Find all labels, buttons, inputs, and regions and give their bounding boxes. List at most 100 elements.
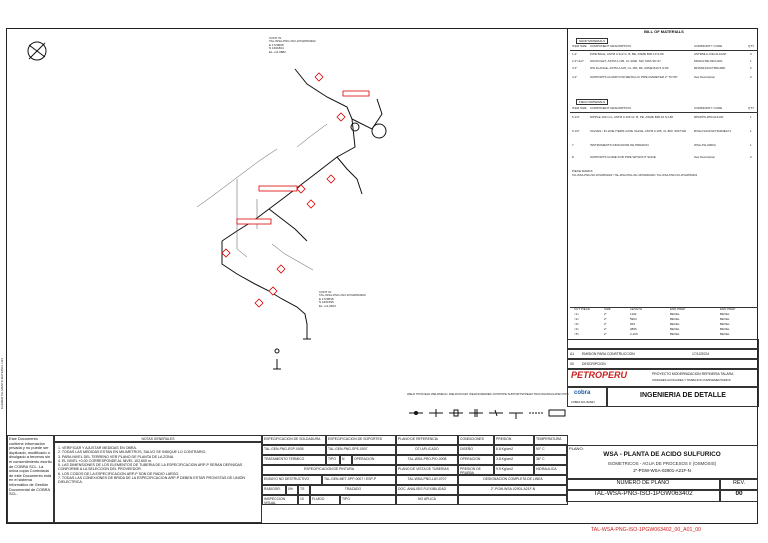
esp-pintura: ESPECIFICACION DE PINTURA — [262, 465, 396, 475]
bom-col-item-2: ITEM SIZE — [572, 106, 587, 110]
bom-row-desc: VALVES / IN-LINE ITEMS GATE VALVE, ASTM … — [590, 129, 687, 133]
bom-row: 7 — [572, 143, 574, 147]
legend-mech-weld: MECH. WELD — [439, 392, 458, 396]
rev-code: 00 — [570, 362, 574, 366]
cut-cell: BEVEL — [670, 322, 680, 326]
bom-row-qty: 1 — [750, 129, 752, 133]
ts-label: TS — [298, 485, 310, 495]
cut-cell: BEVEL — [720, 327, 730, 331]
note-item: 1. VERIFICAR Y AJUSTAR MEDIDAS EN OBRA. — [58, 446, 137, 450]
cut-cell: BEVEL — [670, 332, 680, 336]
isometric-svg — [27, 41, 387, 370]
bom-row-desc: INSTRUMENTS INDICADOR DE PRESION — [590, 143, 649, 147]
cut-header: SIZE — [604, 307, 611, 311]
note-item: 2. TODAS LAS MEDIDAS ESTAN EN MILIMETROS… — [58, 450, 207, 455]
plano-label: PLANO: — [569, 446, 584, 451]
cut-cell: 2" — [604, 327, 607, 331]
cut-cell: BEVEL — [720, 332, 730, 336]
bom-col-code: COMMODITY CODE — [694, 44, 723, 48]
legend-symbols-icon — [409, 409, 566, 419]
bom-row-desc: WN FLANGE, ASTM A 105, CL 150, RF, ASME … — [590, 66, 669, 70]
bom-row: 8 — [572, 155, 574, 159]
bom-row-qty: 2 — [750, 66, 752, 70]
diseno-label: DISEÑO — [458, 445, 494, 455]
empty-cell — [458, 495, 568, 505]
fluido-tipo: TIPO — [340, 495, 396, 505]
legend-screwed-joint: SCREWED JOINT — [477, 392, 501, 396]
temp-label: TEMPERATURA — [534, 435, 568, 445]
bom-col-desc: COMPONENT DESCRIPTION — [590, 44, 631, 48]
insp-val: 10 — [298, 495, 310, 505]
radiogr-pct: 0% — [286, 485, 298, 495]
bom-row-code: RPAPPS-D5CAL6130 — [694, 115, 724, 119]
bom-row-code: MSSOLTRL03CH101 — [694, 59, 723, 63]
stage-block: INGENIERIA DE DETALLE — [607, 387, 759, 407]
plano-referencia: PLANO DE REFERENCIA — [396, 435, 458, 445]
bom-row: 5 1/4" — [572, 115, 580, 119]
cut-cell: BEVEL — [670, 312, 680, 316]
bom-row-desc: SUPPORTS CLAMP FOR METALLIC PIPE DIAMETE… — [590, 75, 678, 79]
presion-label: PRESION — [494, 435, 534, 445]
t-diseno: 90° C — [534, 445, 568, 455]
cut-cell: <2> — [574, 317, 580, 321]
operacion-cond: OPERACION — [458, 455, 494, 465]
numero-val: TAL-WSA-PNG-ISO-1PGW063402 — [566, 490, 720, 502]
radiogr-label: RADIOGR. — [262, 485, 286, 495]
p-oper: 3.8 Kg/cm2 — [494, 455, 534, 465]
legend-stream-tracing: STREAM TRACING — [521, 392, 547, 396]
cut-cell: 3896 — [630, 327, 637, 331]
note-item: 3. PARA NIVEL DEL TERRENO VER PLANO DE P… — [58, 454, 175, 459]
bom-row-qty: 3 — [750, 52, 752, 56]
bom-row-code: RFWNFL03CTRD105D — [694, 66, 726, 70]
bom-row: 6 1/2" — [572, 129, 580, 133]
bom-row-code: BVGLVL04CSFT3N03EA71 — [694, 129, 732, 133]
insp-visual: INSPECCION VISUAL — [262, 495, 298, 505]
pipe-route — [221, 68, 383, 325]
p-prueba: 9.9 Kg/cm2 — [494, 465, 534, 475]
cut-header: END PREP — [720, 307, 736, 311]
bom-row-desc: SUPPORTS GUIDE FOR PIPE WITHOUT SHOE — [590, 155, 656, 159]
legend-socket-weld: SOCKET WELD — [457, 392, 478, 396]
esp-pintura-val: TAL-GEN-MET-SPP-0007 / ESP-P — [322, 475, 396, 485]
designacion-val: 2"-PGW-WSA-02901-A21F-N — [458, 485, 568, 495]
cut-cell: 2" — [604, 322, 607, 326]
support-symbols — [273, 324, 311, 370]
plano-sub2: 2"-PGW-WSA-02901-A21F-N — [633, 468, 691, 473]
bom-col-code-2: COMMODITY CODE — [694, 106, 723, 110]
dimension-lines — [196, 123, 328, 271]
note-item: 6. LOS CODOS DE LA ESPECIFICACION ARP-P … — [58, 471, 180, 476]
cut-cell: 5904 — [630, 317, 637, 321]
rev-desc: DESCRIPCION — [582, 362, 606, 366]
disclaimer: Este Documento contiene información priv… — [7, 435, 54, 523]
piece-marks-label: PIECE MARKS — [572, 169, 593, 173]
cut-cell: BEVEL — [720, 312, 730, 316]
spec-soldadura: ESPECIFICACION DE SOLDADURA — [262, 435, 326, 445]
tipo-val: N — [340, 455, 352, 465]
file-code: TAL-WSA-PNG-ISO-1PGW063402_00_A01_00 — [591, 527, 702, 533]
bom-row-qty: 2 — [750, 155, 752, 159]
bom-row: 4 2" — [572, 75, 578, 79]
cut-cell: 2" — [604, 312, 607, 316]
cut-header: LENGTH — [630, 307, 643, 311]
bom-row-code: ASTRMLU-D3CAL10AP — [694, 52, 727, 56]
rev-date: 17/12/2024 — [692, 352, 709, 356]
project-title: PROYECTO MODERNIZACION REFINERIA TALARA — [652, 372, 734, 376]
isometric-drawing: CONT IN TAL-WSA-PNG-ISO-1PGW063402 E 172… — [0, 29, 569, 424]
bom-col-item: ITEM SIZE — [572, 44, 587, 48]
side-stamp: ELEMENTAL MENTE MATERIAL 1/23 — [0, 357, 4, 409]
note-item: 4. EL NIVEL +0.00 CORRESPONDE AL NIVEL 1… — [58, 458, 153, 463]
bom-field-section: FIELD MATERIALS — [576, 99, 609, 105]
petroperu-block: PETROPERU PROYECTO MODERNIZACION REFINER… — [567, 369, 759, 387]
petroperu-logo: PETROPERU — [571, 370, 628, 380]
bom-row: 1 2" — [572, 52, 578, 56]
rev-label: REV. — [720, 479, 758, 490]
cut-cell: BEVEL — [720, 322, 730, 326]
plano-sub: ISOMETRICOS - AGUA DE PROCESOS II (OSMOS… — [607, 461, 717, 466]
doc-analisis: DOC. ANALISIS FLEXIBILIDAD — [396, 485, 458, 495]
cut-cell: <4> — [574, 327, 580, 331]
legend-field-weld: FIELD WELD — [422, 392, 440, 396]
cut-cell: 2" — [604, 317, 607, 321]
cut-cell: BEVEL — [670, 317, 680, 321]
bom-row-desc: SOCKOLET, ASTM A 105, CL 3000, SW, MSS S… — [590, 59, 661, 63]
plano-vista: PLANO DE VISTA DE TUBERIAS — [396, 465, 458, 475]
